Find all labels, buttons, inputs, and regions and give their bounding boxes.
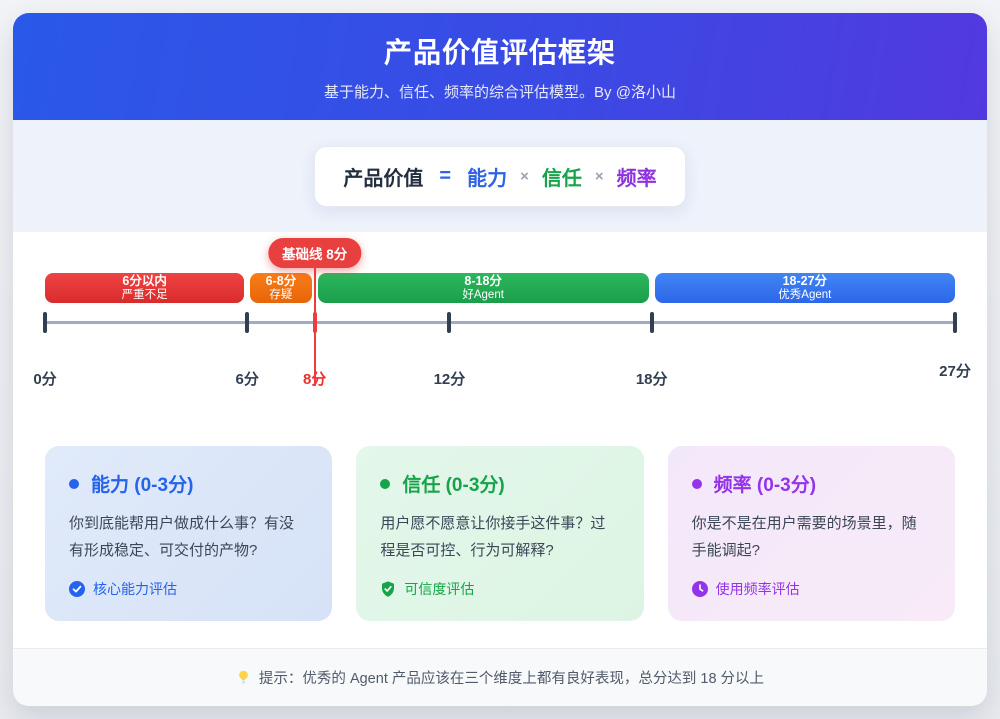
tick-label: 18分 xyxy=(635,371,668,388)
page-subtitle: 基于能力、信任、频率的综合评估模型。By @洛小山 xyxy=(324,84,676,101)
footer: 提示：优秀的 Agent 产品应该在三个维度上都有良好表现，总分达到 18 分以… xyxy=(13,648,987,706)
card-badge-row: 可信度评估 xyxy=(380,579,619,599)
cards-section: 能力 (0-3分) 你到底能帮用户做成什么事？有没有形成稳定、可交付的产物? 核… xyxy=(13,430,987,648)
baseline-line xyxy=(313,262,316,386)
scale-segment: 6分以内严重不足 xyxy=(45,273,245,303)
formula-times-1: × xyxy=(520,167,529,185)
card-title: 信任 (0-3分) xyxy=(402,475,505,496)
scale-segment: 8-18分好Agent xyxy=(317,273,649,303)
page-title: 产品价值评估框架 xyxy=(383,37,616,68)
card-title-row: 信任 (0-3分) xyxy=(380,470,619,497)
card-body: 你到底能帮用户做成什么事？有没有形成稳定、可交付的产物? xyxy=(69,515,295,559)
segment-range: 8-18分 xyxy=(464,273,502,288)
card-badge: 核心能力评估 xyxy=(93,581,177,597)
formula-times-2: × xyxy=(594,167,604,185)
header: 产品价值评估框架 基于能力、信任、频率的综合评估模型。By @洛小山 xyxy=(13,13,987,120)
card-title: 频率 (0-3分) xyxy=(713,475,817,496)
page-card: 产品价值评估框架 基于能力、信任、频率的综合评估模型。By @洛小山 产品价值 … xyxy=(13,13,987,706)
tick-mark xyxy=(43,312,47,333)
shield-check-icon xyxy=(382,581,395,597)
card-body: 用户愿不愿意让你接手这件事？过程是否可控、行为可解释? xyxy=(380,515,606,559)
card-title: 能力 (0-3分) xyxy=(91,475,194,496)
card-capability: 能力 (0-3分) 你到底能帮用户做成什么事？有没有形成稳定、可交付的产物? 核… xyxy=(45,446,333,621)
segment-label: 严重不足 xyxy=(121,288,168,301)
card-badge: 可信度评估 xyxy=(404,581,475,597)
card-frequency: 频率 (0-3分) 你是不是在用户需要的场景里，随手能调起? 使用频率评估 xyxy=(667,446,955,621)
segment-range: 18-27分 xyxy=(782,273,828,288)
formula-term-frequency: 频率 xyxy=(616,167,657,190)
scale-axis xyxy=(45,321,955,324)
clock-icon xyxy=(691,581,708,597)
card-body: 你是不是在用户需要的场景里，随手能调起? xyxy=(691,515,917,559)
tick-mark xyxy=(245,312,250,333)
formula-lhs: 产品价值 xyxy=(343,167,424,190)
segment-range: 6-8分 xyxy=(265,273,297,288)
tick-label: 0分 xyxy=(33,371,57,388)
bullet-dot-icon xyxy=(380,478,391,489)
formula-section: 产品价值 = 能力 × 信任 × 频率 xyxy=(13,120,987,232)
formula-term-capability: 能力 xyxy=(467,167,508,190)
tick-mark xyxy=(649,312,654,333)
formula-box: 产品价值 = 能力 × 信任 × 频率 xyxy=(314,145,686,207)
check-circle-icon xyxy=(69,581,85,597)
segment-label: 好Agent xyxy=(462,288,504,301)
card-title-row: 频率 (0-3分) xyxy=(691,470,931,497)
tick-label: 12分 xyxy=(433,371,466,388)
baseline-badge: 基础线 8分 xyxy=(267,238,362,268)
card-title-row: 能力 (0-3分) xyxy=(69,470,308,497)
tick-label: 27分 xyxy=(939,363,971,380)
lightbulb-icon xyxy=(239,670,248,684)
card-badge-row: 核心能力评估 xyxy=(69,579,308,599)
tick-mark xyxy=(447,312,452,333)
footer-tip: 提示：优秀的 Agent 产品应该在三个维度上都有良好表现，总分达到 18 分以… xyxy=(258,671,765,687)
segment-label: 优秀Agent xyxy=(778,288,832,301)
formula-term-trust: 信任 xyxy=(541,167,582,190)
card-badge-row: 使用频率评估 xyxy=(691,579,931,599)
bullet-dot-icon xyxy=(69,478,79,489)
card-trust: 信任 (0-3分) 用户愿不愿意让你接手这件事？过程是否可控、行为可解释? 可信… xyxy=(356,446,644,621)
scale-segment: 18-27分优秀Agent xyxy=(654,273,955,303)
tick-mark xyxy=(953,312,957,333)
bullet-dot-icon xyxy=(691,478,702,489)
tick-label: 6分 xyxy=(235,371,259,388)
segment-label: 存疑 xyxy=(269,288,293,301)
card-badge: 使用频率评估 xyxy=(715,581,800,597)
segment-range: 6分以内 xyxy=(122,273,167,288)
scale-segment: 6-8分存疑 xyxy=(250,273,312,303)
formula-equals: = xyxy=(439,164,452,187)
